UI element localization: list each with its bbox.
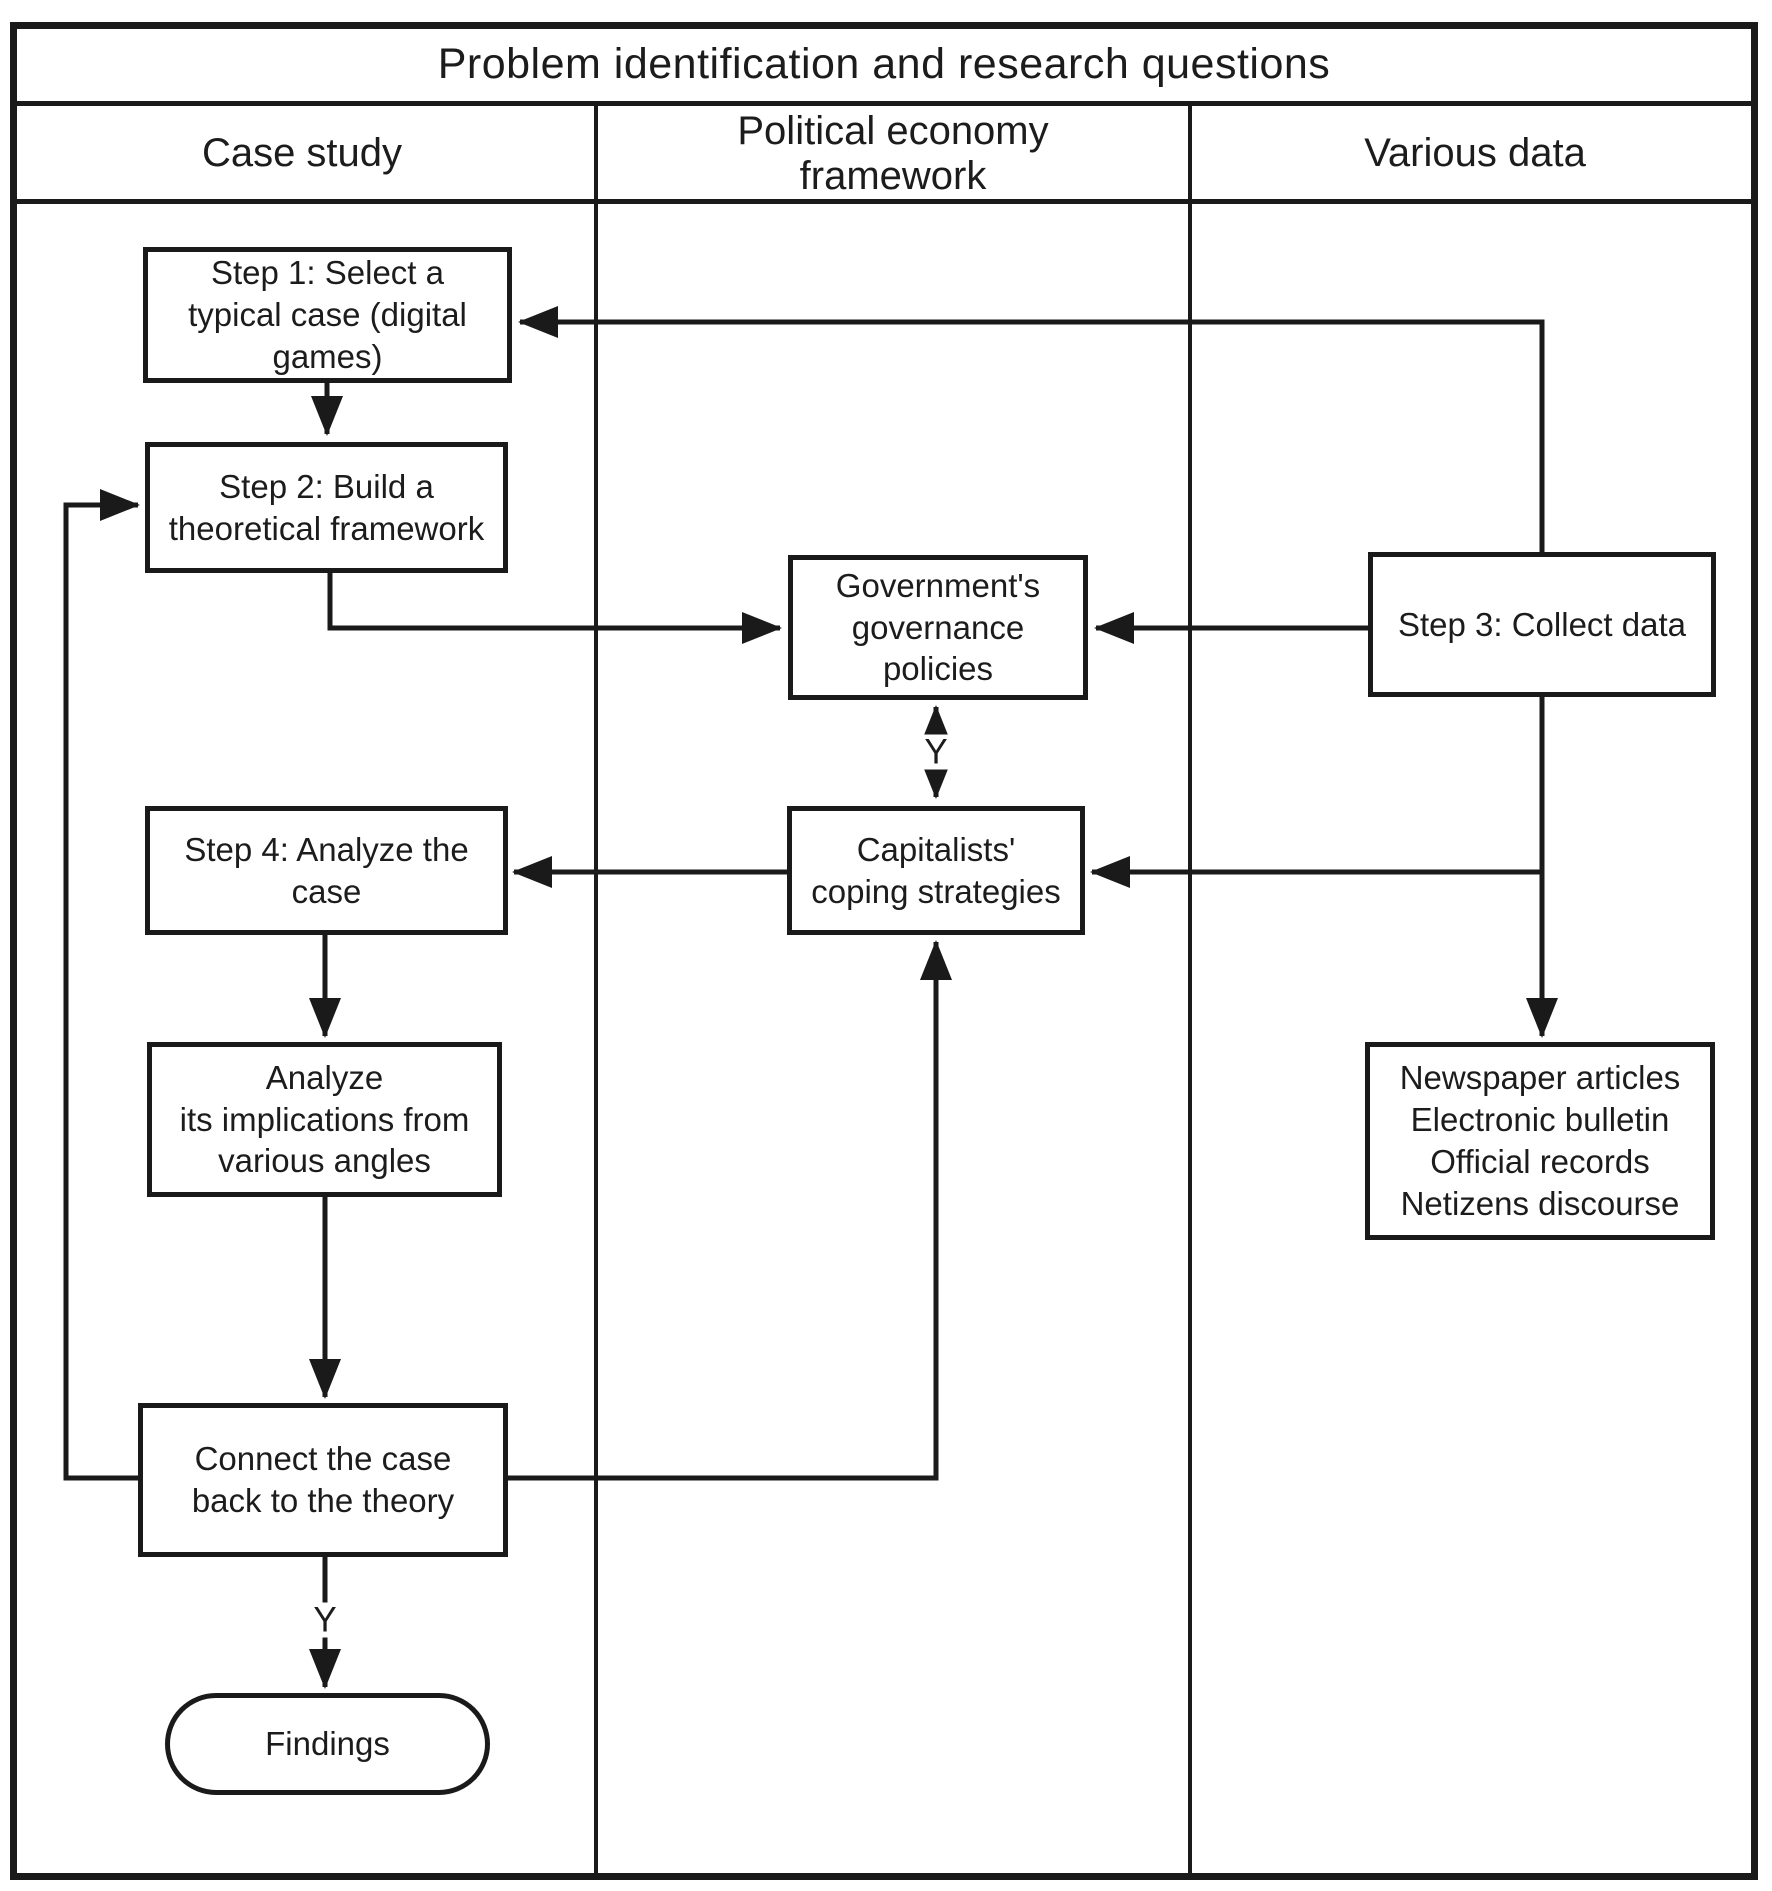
node-step4: Step 4: Analyze the case: [145, 806, 508, 935]
diagram-title: Problem identification and research ques…: [437, 39, 1331, 88]
title-divider-line: [10, 101, 1758, 106]
node-step1: Step 1: Select a typical case (digital g…: [143, 247, 512, 383]
arrow-data-line-to-step1: [518, 306, 1545, 552]
edge-label-connect-findings-y: Y: [308, 1602, 342, 1638]
column-header-various-data: Various data: [1364, 131, 1586, 176]
column-header-case-study: Case study: [201, 131, 403, 176]
column-divider-1: [594, 101, 598, 1880]
node-government-policies: Government's governance policies: [788, 555, 1088, 700]
edge-label-gov-capitalists-y: Y: [919, 734, 953, 770]
node-findings: Findings: [165, 1693, 490, 1795]
outer-border: [10, 22, 1758, 1880]
node-capitalists-strategies: Capitalists' coping strategies: [787, 806, 1085, 935]
node-connect-theory: Connect the case back to the theory: [138, 1403, 508, 1557]
node-data-sources: Newspaper articles Electronic bulletin O…: [1365, 1042, 1715, 1240]
arrow-step2-to-government-policies: [327, 573, 782, 644]
node-step3: Step 3: Collect data: [1368, 552, 1716, 697]
arrow-connect-theory-to-capitalists: [506, 940, 952, 1481]
column-header-political-economy-framework: Political economy framework: [737, 108, 1049, 198]
header-divider-line: [10, 199, 1758, 204]
arrow-connect-theory-loop-to-step2: [63, 489, 140, 1481]
column-divider-2: [1188, 101, 1192, 1880]
node-step2: Step 2: Build a theoretical framework: [145, 442, 508, 573]
node-analyze-implications: Analyze its implications from various an…: [147, 1042, 502, 1197]
